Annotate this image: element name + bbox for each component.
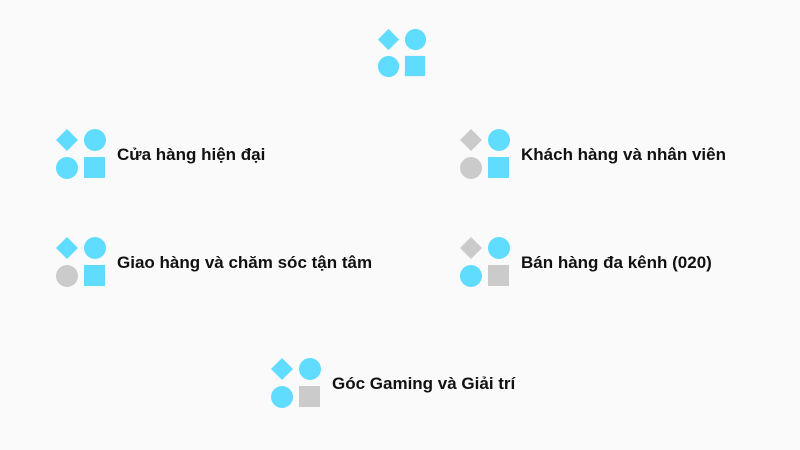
- diamond-shape: [56, 129, 78, 151]
- circle-shape: [377, 55, 400, 78]
- diamond-shape: [460, 237, 482, 259]
- circle-shape: [488, 129, 510, 151]
- square-shape: [299, 386, 320, 407]
- feature-label: Khách hàng và nhân viên: [521, 144, 726, 164]
- circle-shape: [271, 386, 293, 408]
- diamond-shape: [460, 129, 482, 151]
- shapes-icon: [56, 237, 106, 287]
- square-shape: [488, 265, 509, 286]
- feature-label: Giao hàng và chăm sóc tận tâm: [117, 252, 373, 272]
- feature-item-delivery-care: Giao hàng và chăm sóc tận tâm: [54, 235, 372, 289]
- feature-item-omnichannel: Bán hàng đa kênh (020): [458, 235, 712, 289]
- feature-label: Bán hàng đa kênh (020): [521, 252, 712, 272]
- shapes-icon: [460, 129, 510, 179]
- circle-shape: [56, 157, 78, 179]
- shapes-icon: [271, 358, 321, 408]
- circle-shape: [460, 157, 482, 179]
- circle-shape: [84, 237, 106, 259]
- feature-item-customers-staff: Khách hàng và nhân viên: [458, 127, 726, 181]
- diamond-shape: [377, 28, 400, 51]
- circle-shape: [404, 28, 427, 51]
- square-shape: [84, 265, 105, 286]
- circle-shape: [84, 129, 106, 151]
- diamond-shape: [56, 237, 78, 259]
- square-shape: [404, 55, 426, 77]
- diamond-shape: [271, 358, 293, 380]
- feature-item-modern-store: Cửa hàng hiện đại: [54, 127, 265, 181]
- square-shape: [84, 157, 105, 178]
- circle-shape: [56, 265, 78, 287]
- circle-shape: [460, 265, 482, 287]
- feature-label: Góc Gaming và Giải trí: [332, 373, 516, 393]
- circle-shape: [299, 358, 321, 380]
- logo-shapes-icon: [377, 28, 427, 78]
- feature-item-gaming-entertainment: Góc Gaming và Giải trí: [269, 356, 515, 410]
- shapes-icon: [460, 237, 510, 287]
- shapes-icon: [56, 129, 106, 179]
- square-shape: [488, 157, 509, 178]
- circle-shape: [488, 237, 510, 259]
- feature-label: Cửa hàng hiện đại: [117, 144, 266, 164]
